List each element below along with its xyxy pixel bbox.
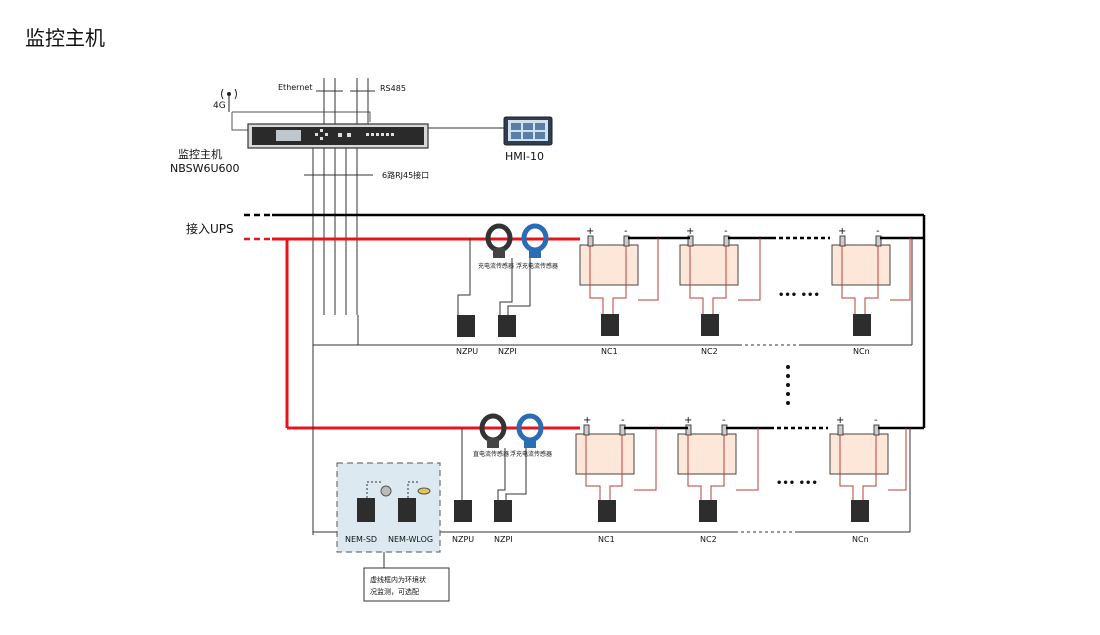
nc1-label: NC1 <box>598 535 615 544</box>
nc-module <box>853 314 871 336</box>
signal-label: 4G <box>213 101 226 111</box>
nzpu-module <box>457 315 475 337</box>
cell2-minus: - <box>724 226 728 237</box>
host-name: 监控主机 <box>178 147 222 161</box>
float-sensor-icon <box>521 223 549 258</box>
nzpi-module <box>494 500 512 522</box>
smoke-sensor-icon <box>380 485 392 497</box>
ethernet-label: Ethernet <box>278 83 312 92</box>
sensor2-label: 浮充电流传感器 <box>510 450 552 458</box>
nc1-label: NC1 <box>601 347 618 356</box>
env-monitor-box: NEM-SD NEM-WLOG <box>336 462 441 553</box>
nc-module <box>701 314 719 336</box>
sensor2-label: 浮充电流传感器 <box>516 262 558 270</box>
group-1: 充电流传感器 浮充电流传感器 NZPU NZPI <box>357 223 924 356</box>
sensor1-label: 充电流传感器 <box>478 262 514 270</box>
ncn-label: NCn <box>853 347 870 356</box>
cell2-plus: + <box>686 226 694 237</box>
charge-sensor-icon <box>479 413 507 448</box>
nem-wlog-module <box>398 498 416 522</box>
env-note: 虚线框内为环境状 况监测，可选配 <box>363 567 450 602</box>
nc2-label: NC2 <box>701 347 718 356</box>
cell2-plus: + <box>684 415 692 426</box>
nc-module <box>601 314 619 336</box>
rs485-label: RS485 <box>380 84 406 93</box>
celln-minus: - <box>874 415 878 426</box>
battery-cell <box>677 424 737 475</box>
nzpu-label: NZPU <box>452 535 474 544</box>
battery-cell <box>679 235 739 286</box>
page-title: 监控主机 <box>25 26 105 50</box>
nem-wlog-label: NEM-WLOG <box>388 535 433 544</box>
cell1-minus: - <box>624 226 628 237</box>
nem-sd-module <box>357 498 375 522</box>
celln-minus: - <box>876 226 880 237</box>
battery-cell <box>829 424 889 475</box>
nc2-label: NC2 <box>700 535 717 544</box>
ellipsis: ••• ••• <box>776 478 818 489</box>
nc-module <box>851 500 869 522</box>
note-line-2: 况监测，可选配 <box>370 587 419 596</box>
group-2: 直电流传感器 浮充电流传感器 NZPU NZPI + - + <box>452 413 924 544</box>
host-model: NBSW6U600 <box>170 162 240 175</box>
battery-cell <box>831 235 891 286</box>
float-sensor-icon <box>516 413 544 448</box>
temp-sensor-icon <box>417 487 431 495</box>
nem-sd-label: NEM-SD <box>345 535 377 544</box>
nc-module <box>598 500 616 522</box>
celln-plus: + <box>838 226 846 237</box>
nc-module <box>699 500 717 522</box>
sensor1-label: 直电流传感器 <box>473 450 509 458</box>
rj45-label: 6路RJ45接口 <box>382 170 429 180</box>
host-device <box>247 123 429 149</box>
nzpi-module <box>498 315 516 337</box>
charge-sensor-icon <box>485 223 513 258</box>
cell1-plus: + <box>586 226 594 237</box>
cell1-plus: + <box>583 415 591 426</box>
vertical-ellipsis <box>786 365 790 405</box>
ellipsis: ••• ••• <box>778 290 820 301</box>
nzpi-label: NZPI <box>498 347 517 356</box>
cell1-minus: - <box>621 415 625 426</box>
ups-label: 接入UPS <box>186 221 234 236</box>
hmi-screen <box>503 116 553 146</box>
battery-cell <box>575 424 635 475</box>
antenna-4g-icon <box>221 88 237 112</box>
note-line-1: 虚线框内为环境状 <box>370 575 426 584</box>
hmi-label: HMI-10 <box>505 150 544 163</box>
ncn-label: NCn <box>852 535 869 544</box>
nzpu-label: NZPU <box>456 347 478 356</box>
battery-cell <box>579 235 639 286</box>
nzpi-label: NZPI <box>494 535 513 544</box>
nzpu-module <box>454 500 472 522</box>
celln-plus: + <box>836 415 844 426</box>
cell2-minus: - <box>722 415 726 426</box>
